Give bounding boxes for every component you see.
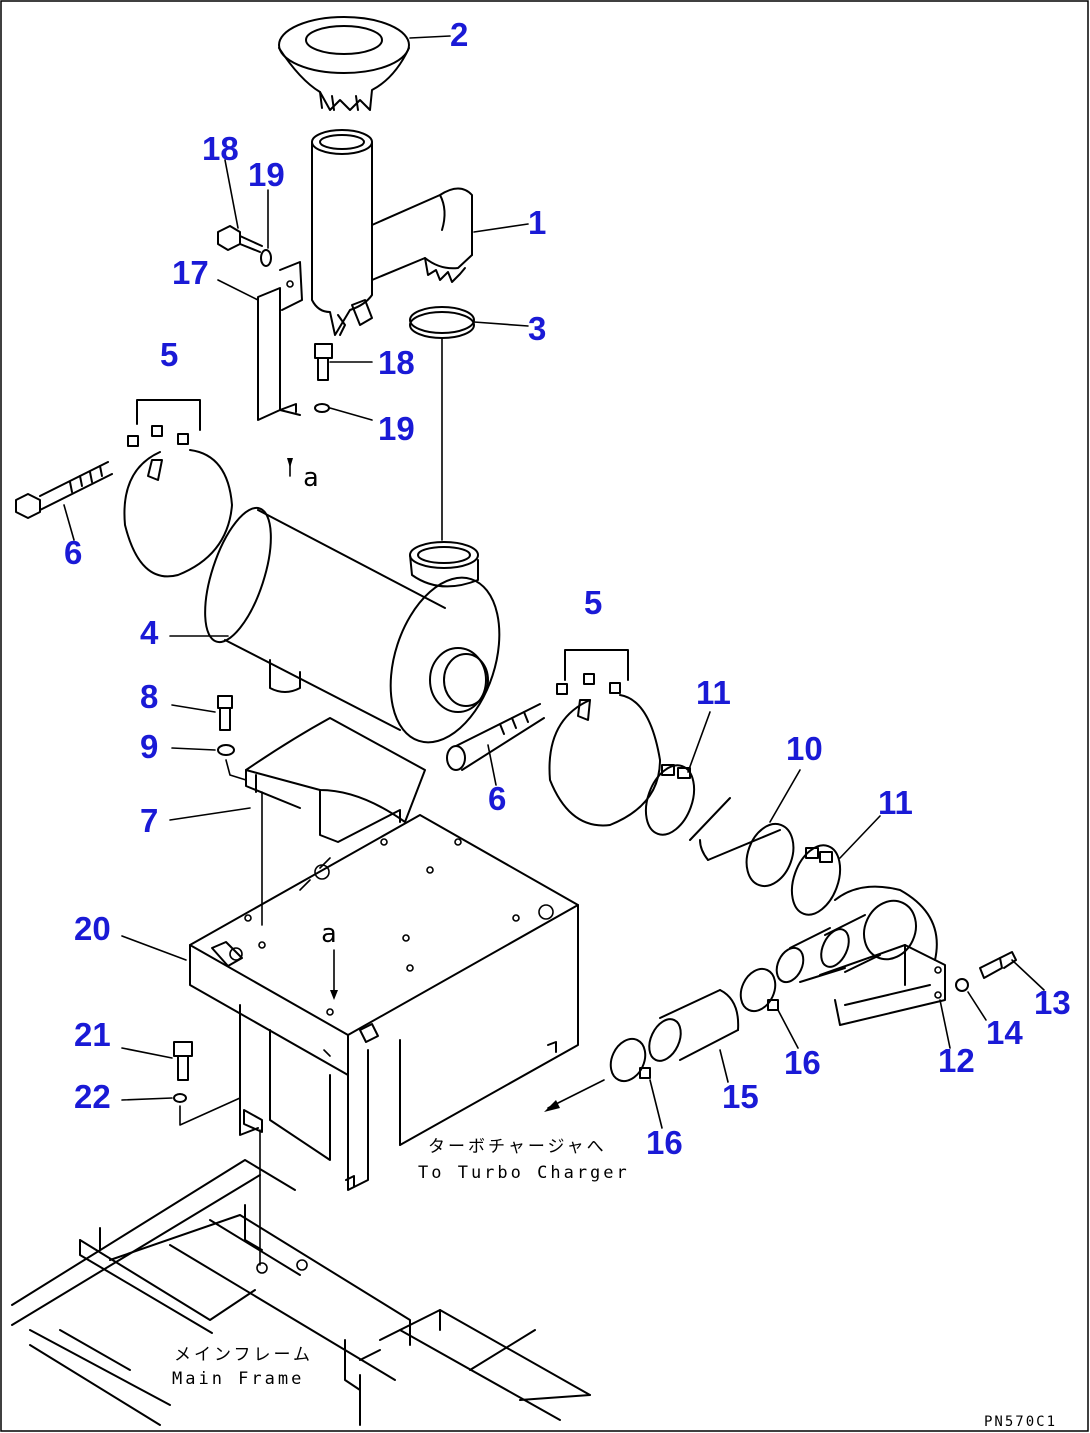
- turbo-label-en: To Turbo Charger: [418, 1163, 630, 1183]
- callout-5-right: 5: [584, 584, 602, 621]
- leader-lines: [63, 35, 1045, 1129]
- callout-1: 1: [528, 204, 546, 241]
- callout-15: 15: [722, 1078, 759, 1115]
- view-marker-a-top: a: [303, 463, 319, 493]
- callout-8: 8: [140, 678, 158, 715]
- part-16-clamp-lower: [609, 1037, 651, 1083]
- part-6-bolt-right: [446, 703, 545, 771]
- part-1-intake-elbow: [311, 129, 473, 336]
- callout-18-upper: 18: [202, 130, 239, 167]
- part-7-saddle-bracket: [245, 717, 426, 926]
- callout-3: 3: [528, 310, 546, 347]
- part-14-washer: [955, 978, 969, 992]
- part-8-bolt: [217, 695, 233, 731]
- callout-11-upper: 11: [696, 674, 731, 711]
- callout-6-left: 6: [64, 534, 82, 571]
- turbo-label-jp: ターボチャージャへ: [428, 1137, 607, 1157]
- callout-11-lower: 11: [878, 784, 913, 821]
- callout-5-left: 5: [160, 336, 178, 373]
- part-19-washer-upper: [260, 249, 272, 267]
- part-21-bolt: [173, 1041, 193, 1081]
- callout-12: 12: [938, 1042, 975, 1079]
- part-22-washer: [173, 1093, 263, 1266]
- part-17-bracket: [257, 261, 303, 421]
- part-18-bolt-lower: [314, 343, 333, 381]
- part-13-bolt: [979, 951, 1017, 979]
- main-frame: [11, 1159, 591, 1426]
- callout-19-lower: 19: [378, 410, 415, 447]
- part-4-air-cleaner-body: [204, 458, 501, 744]
- part-11-clamp-upper: [644, 764, 696, 836]
- callout-6-right: 6: [488, 780, 506, 817]
- callout-22: 22: [74, 1078, 111, 1115]
- callout-19-upper: 19: [248, 156, 285, 193]
- part-3-clamp-ring: [409, 306, 475, 541]
- part-9-washer: [217, 744, 247, 781]
- elbow-pipe: [775, 885, 938, 984]
- part-5-clamp-band-right: [548, 649, 661, 827]
- part-6-bolt-left: [15, 461, 113, 519]
- callout-2: 2: [450, 16, 468, 53]
- callout-4: 4: [140, 614, 159, 651]
- part-18-bolt-upper: [217, 225, 263, 253]
- callout-21: 21: [74, 1016, 111, 1053]
- view-marker-a-bottom: a: [321, 919, 337, 949]
- drawing-code: PN570C1: [984, 1414, 1057, 1430]
- callout-16-upper: 16: [784, 1044, 821, 1081]
- part-16-clamp-upper: [739, 967, 779, 1013]
- frame-label-en: Main Frame: [172, 1369, 304, 1389]
- callout-17: 17: [172, 254, 209, 291]
- callout-20: 20: [74, 910, 111, 947]
- callout-10: 10: [786, 730, 823, 767]
- part-19-washer-lower: [314, 403, 330, 413]
- callout-13: 13: [1034, 984, 1071, 1021]
- part-2-precleaner-cap: [278, 16, 410, 111]
- callout-numbers: 2 1 3 18 19 17 18 19 5 6 4 8 9 7 5 6 11 …: [64, 16, 1071, 1161]
- part-15-hose: [648, 989, 740, 1062]
- part-10-hose: [689, 797, 795, 887]
- part-11-clamp-lower: [790, 844, 842, 916]
- callout-18-lower: 18: [378, 344, 415, 381]
- callout-7: 7: [140, 802, 158, 839]
- callout-9: 9: [140, 728, 158, 765]
- part-12-bracket: [819, 944, 946, 1026]
- to-turbo-arrow: [544, 1079, 605, 1112]
- frame-label-jp: メインフレーム: [174, 1345, 313, 1365]
- callout-14: 14: [986, 1014, 1023, 1051]
- callout-16-lower: 16: [646, 1124, 683, 1161]
- part-20-stand: [189, 814, 579, 1191]
- part-5-clamp-band-left: [123, 399, 233, 578]
